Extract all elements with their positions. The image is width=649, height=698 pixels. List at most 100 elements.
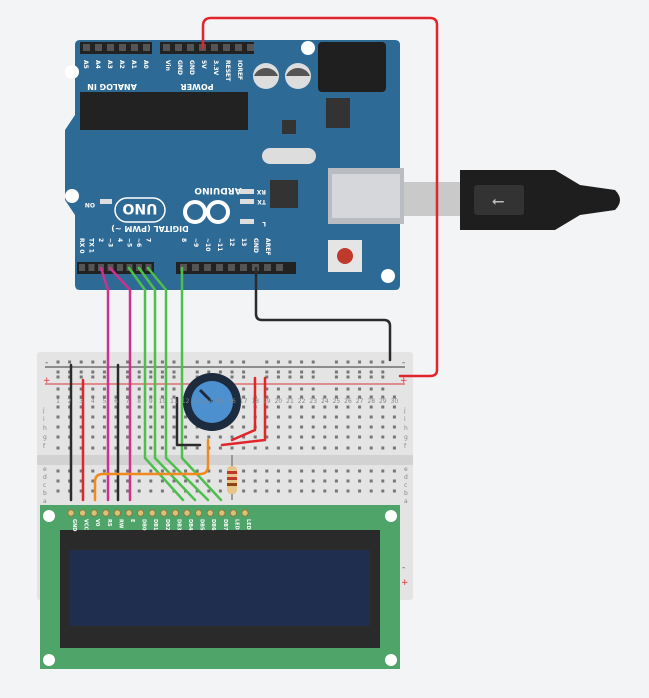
breadboard-hole[interactable] — [126, 425, 130, 429]
rail-hole[interactable] — [358, 375, 362, 379]
rail-hole[interactable] — [79, 387, 83, 391]
breadboard-hole[interactable] — [300, 479, 304, 483]
breadboard-hole[interactable] — [137, 446, 141, 450]
rail-hole[interactable] — [126, 375, 130, 379]
breadboard-hole[interactable] — [137, 489, 141, 493]
breadboard-hole[interactable] — [346, 415, 350, 419]
rail-hole[interactable] — [160, 387, 164, 391]
breadboard-hole[interactable] — [276, 435, 280, 439]
header-pin[interactable] — [95, 44, 102, 51]
breadboard-hole[interactable] — [392, 405, 396, 409]
breadboard-hole[interactable] — [218, 469, 222, 473]
rail-hole[interactable] — [242, 375, 246, 379]
header-pin[interactable] — [117, 264, 123, 271]
rail-hole[interactable] — [207, 370, 211, 374]
rail-hole[interactable] — [91, 387, 95, 391]
breadboard-hole[interactable] — [137, 405, 141, 409]
breadboard-hole[interactable] — [334, 395, 338, 399]
breadboard-hole[interactable] — [160, 446, 164, 450]
rail-hole[interactable] — [381, 387, 385, 391]
rail-hole[interactable] — [126, 387, 130, 391]
breadboard-hole[interactable] — [114, 425, 118, 429]
breadboard-hole[interactable] — [381, 405, 385, 409]
breadboard-hole[interactable] — [79, 415, 83, 419]
rail-hole[interactable] — [311, 387, 315, 391]
breadboard-hole[interactable] — [288, 489, 292, 493]
breadboard-hole[interactable] — [276, 489, 280, 493]
rail-hole[interactable] — [79, 360, 83, 364]
breadboard-hole[interactable] — [114, 435, 118, 439]
rail-hole[interactable] — [126, 370, 130, 374]
breadboard-hole[interactable] — [311, 469, 315, 473]
breadboard-hole[interactable] — [195, 435, 199, 439]
breadboard-hole[interactable] — [358, 446, 362, 450]
rail-hole[interactable] — [102, 387, 106, 391]
breadboard-hole[interactable] — [230, 446, 234, 450]
header-pin[interactable] — [211, 44, 218, 51]
breadboard-hole[interactable] — [358, 435, 362, 439]
rail-hole[interactable] — [265, 375, 269, 379]
breadboard-hole[interactable] — [160, 489, 164, 493]
lcd-pin[interactable] — [125, 509, 133, 517]
breadboard-hole[interactable] — [137, 435, 141, 439]
breadboard-hole[interactable] — [288, 415, 292, 419]
header-pin[interactable] — [131, 44, 138, 51]
breadboard-hole[interactable] — [323, 446, 327, 450]
breadboard-hole[interactable] — [56, 446, 60, 450]
breadboard-hole[interactable] — [276, 446, 280, 450]
rail-hole[interactable] — [358, 370, 362, 374]
breadboard-hole[interactable] — [218, 435, 222, 439]
breadboard-hole[interactable] — [276, 425, 280, 429]
rail-hole[interactable] — [230, 360, 234, 364]
breadboard-hole[interactable] — [346, 446, 350, 450]
breadboard-hole[interactable] — [242, 435, 246, 439]
breadboard-hole[interactable] — [334, 446, 338, 450]
breadboard-hole[interactable] — [91, 489, 95, 493]
rail-hole[interactable] — [68, 375, 72, 379]
breadboard-hole[interactable] — [323, 435, 327, 439]
arduino-uno-board[interactable]: ANALOG IN POWER ARDUINO DIGITAL (PWM ~) … — [65, 40, 404, 290]
header-pin[interactable] — [180, 264, 187, 271]
breadboard-hole[interactable] — [358, 425, 362, 429]
breadboard-hole[interactable] — [68, 469, 72, 473]
header-pin[interactable] — [204, 264, 211, 271]
breadboard-hole[interactable] — [102, 415, 106, 419]
breadboard-hole[interactable] — [195, 425, 199, 429]
rail-hole[interactable] — [381, 375, 385, 379]
breadboard-hole[interactable] — [79, 435, 83, 439]
breadboard-hole[interactable] — [253, 446, 257, 450]
breadboard-hole[interactable] — [149, 415, 153, 419]
rail-hole[interactable] — [137, 387, 141, 391]
rail-hole[interactable] — [346, 375, 350, 379]
rail-hole[interactable] — [346, 387, 350, 391]
breadboard-hole[interactable] — [56, 435, 60, 439]
rail-hole[interactable] — [334, 370, 338, 374]
rail-hole[interactable] — [288, 360, 292, 364]
breadboard-hole[interactable] — [68, 479, 72, 483]
breadboard-hole[interactable] — [207, 479, 211, 483]
rail-hole[interactable] — [276, 387, 280, 391]
breadboard-hole[interactable] — [184, 469, 188, 473]
breadboard-hole[interactable] — [288, 395, 292, 399]
rail-hole[interactable] — [56, 360, 60, 364]
breadboard-hole[interactable] — [102, 395, 106, 399]
breadboard-hole[interactable] — [207, 435, 211, 439]
rail-hole[interactable] — [334, 360, 338, 364]
breadboard-hole[interactable] — [126, 469, 130, 473]
breadboard-hole[interactable] — [102, 489, 106, 493]
breadboard-hole[interactable] — [300, 415, 304, 419]
rail-hole[interactable] — [369, 360, 373, 364]
breadboard-hole[interactable] — [369, 469, 373, 473]
breadboard-hole[interactable] — [369, 479, 373, 483]
breadboard-hole[interactable] — [265, 435, 269, 439]
breadboard-hole[interactable] — [288, 435, 292, 439]
breadboard-hole[interactable] — [137, 469, 141, 473]
rail-hole[interactable] — [346, 370, 350, 374]
breadboard-hole[interactable] — [334, 479, 338, 483]
header-pin[interactable] — [235, 44, 242, 51]
header-pin[interactable] — [107, 44, 114, 51]
breadboard-hole[interactable] — [381, 469, 385, 473]
breadboard-hole[interactable] — [137, 479, 141, 483]
rail-hole[interactable] — [137, 375, 141, 379]
